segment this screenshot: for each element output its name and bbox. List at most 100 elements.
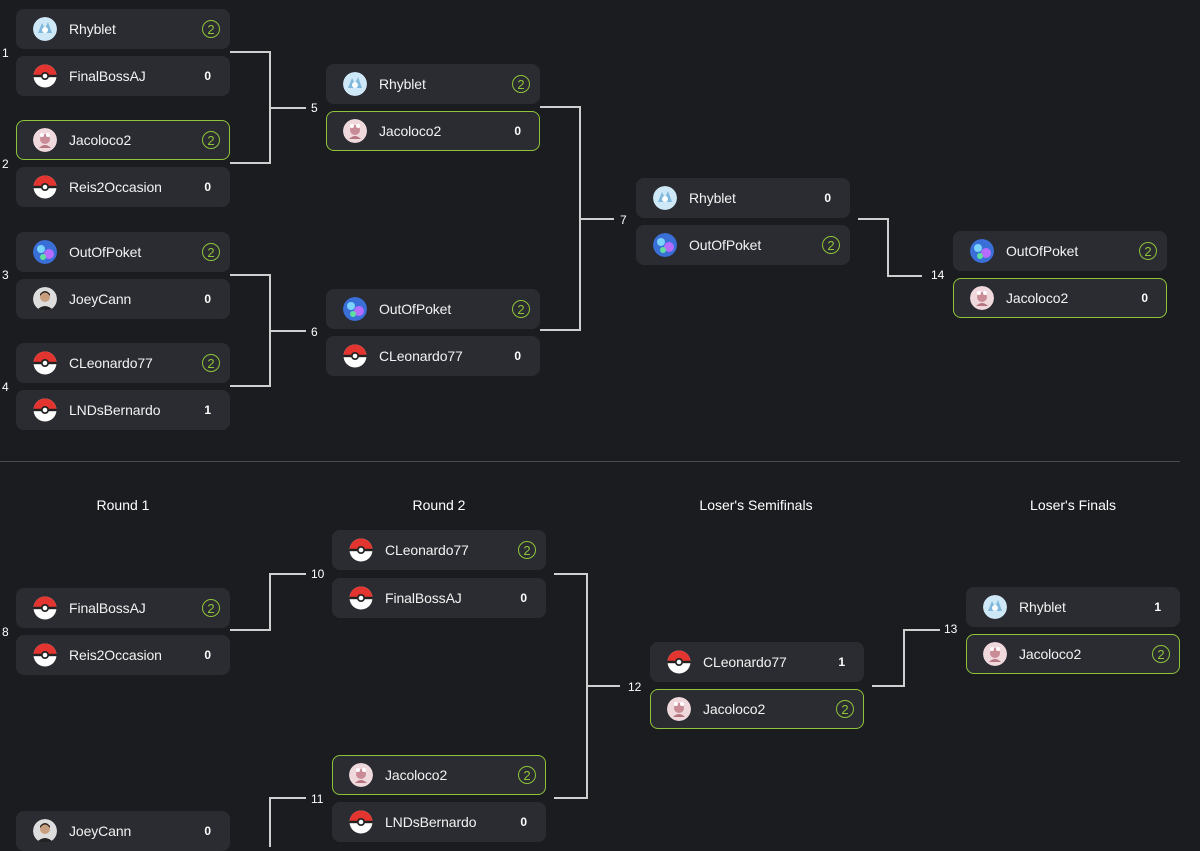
player-score: 2 [202, 243, 220, 261]
match-8-player-2[interactable]: Reis2Occasion 0 [16, 635, 230, 675]
match-5-player-1[interactable]: Rhyblet 2 [326, 64, 540, 104]
match-1-player-1[interactable]: Rhyblet 2 [16, 9, 230, 49]
match-10-player-1[interactable]: CLeonardo77 2 [332, 530, 546, 570]
match-3-player-1[interactable]: OutOfPoket 2 [16, 232, 230, 272]
match-2-player-1[interactable]: Jacoloco2 2 [16, 120, 230, 160]
player-score: 2 [202, 131, 220, 149]
match-8-player-1[interactable]: FinalBossAJ 2 [16, 588, 230, 628]
pink-avatar-icon [983, 642, 1007, 666]
player-score: 1 [838, 655, 845, 669]
match-number-13: 13 [944, 622, 958, 636]
match-11-player-2[interactable]: LNDsBernardo 0 [332, 802, 546, 842]
colorful-avatar-icon [343, 297, 367, 321]
player-score: 0 [1141, 291, 1148, 305]
pokeball-avatar-icon [343, 344, 367, 368]
match-4-player-2[interactable]: LNDsBernardo 1 [16, 390, 230, 430]
player-name: Rhyblet [1019, 599, 1066, 615]
match-14-player-1[interactable]: OutOfPoket 2 [953, 231, 1167, 271]
player-name: Rhyblet [379, 76, 426, 92]
match-11-player-1[interactable]: Jacoloco2 2 [332, 755, 546, 795]
bracket-divider [0, 461, 1180, 462]
player-score: 2 [1139, 242, 1157, 260]
pink-avatar-icon [349, 763, 373, 787]
player-name: Jacoloco2 [69, 132, 132, 148]
person-avatar-icon [33, 287, 57, 311]
pokeball-avatar-icon [33, 175, 57, 199]
match-14-player-2[interactable]: Jacoloco2 0 [953, 278, 1167, 318]
ice-avatar-icon [653, 186, 677, 210]
match-5-player-2[interactable]: Jacoloco2 0 [326, 111, 540, 151]
connector-line [269, 797, 306, 847]
match-number-7: 7 [620, 213, 627, 227]
match-number-10: 10 [311, 567, 325, 581]
connector-line [872, 629, 940, 687]
match-6-player-2[interactable]: CLeonardo77 0 [326, 336, 540, 376]
match-number-4: 4 [2, 380, 9, 394]
player-name: CLeonardo77 [385, 542, 469, 558]
match-12-player-2[interactable]: Jacoloco2 2 [650, 689, 864, 729]
match-number-6: 6 [311, 325, 318, 339]
player-name: Reis2Occasion [69, 647, 162, 663]
round-label-2: Round 2 [412, 497, 466, 513]
player-score: 0 [520, 591, 527, 605]
round-label-finals: Loser's Finals [1030, 497, 1116, 513]
match-13-player-2[interactable]: Jacoloco2 2 [966, 634, 1180, 674]
player-name: Rhyblet [689, 190, 736, 206]
match-number-12: 12 [628, 680, 642, 694]
match-10-player-2[interactable]: FinalBossAJ 0 [332, 578, 546, 618]
connector-line [540, 106, 614, 331]
player-name: Jacoloco2 [1019, 646, 1082, 662]
match-12-player-1[interactable]: CLeonardo77 1 [650, 642, 864, 682]
match-7-player-2[interactable]: OutOfPoket 2 [636, 225, 850, 265]
player-score: 0 [204, 648, 211, 662]
player-name: OutOfPoket [689, 237, 762, 253]
match-3-player-2[interactable]: JoeyCann 0 [16, 279, 230, 319]
pokeball-avatar-icon [33, 64, 57, 88]
player-name: JoeyCann [69, 291, 132, 307]
player-score: 2 [518, 541, 536, 559]
player-score: 0 [204, 180, 211, 194]
player-name: Reis2Occasion [69, 179, 162, 195]
pokeball-avatar-icon [33, 398, 57, 422]
colorful-avatar-icon [970, 239, 994, 263]
player-name: Jacoloco2 [703, 701, 766, 717]
player-name: CLeonardo77 [379, 348, 463, 364]
pink-avatar-icon [667, 697, 691, 721]
match-number-1: 1 [2, 46, 9, 60]
match-1-player-2[interactable]: FinalBossAJ 0 [16, 56, 230, 96]
player-name: OutOfPoket [379, 301, 452, 317]
match-2-player-2[interactable]: Reis2Occasion 0 [16, 167, 230, 207]
ice-avatar-icon [33, 17, 57, 41]
player-name: CLeonardo77 [69, 355, 153, 371]
pokeball-avatar-icon [349, 586, 373, 610]
connector-line [858, 218, 922, 277]
match-number-14: 14 [931, 268, 945, 282]
player-score: 0 [204, 824, 211, 838]
player-score: 2 [512, 300, 530, 318]
player-score: 2 [836, 700, 854, 718]
match-6-player-1[interactable]: OutOfPoket 2 [326, 289, 540, 329]
person-avatar-icon [33, 819, 57, 843]
connector-line [554, 573, 620, 799]
pink-avatar-icon [970, 286, 994, 310]
colorful-avatar-icon [33, 240, 57, 264]
player-score: 0 [514, 349, 521, 363]
player-name: LNDsBernardo [69, 402, 161, 418]
player-name: FinalBossAJ [69, 600, 146, 616]
match-4-player-1[interactable]: CLeonardo77 2 [16, 343, 230, 383]
player-name: CLeonardo77 [703, 654, 787, 670]
player-name: JoeyCann [69, 823, 132, 839]
connector-line [230, 573, 306, 631]
player-score: 2 [202, 20, 220, 38]
pokeball-avatar-icon [33, 351, 57, 375]
match-number-2: 2 [2, 157, 9, 171]
player-score: 2 [1152, 645, 1170, 663]
match-13-player-1[interactable]: Rhyblet 1 [966, 587, 1180, 627]
player-name: OutOfPoket [69, 244, 142, 260]
match-9-player-1[interactable]: JoeyCann 0 [16, 811, 230, 851]
match-7-player-1[interactable]: Rhyblet 0 [636, 178, 850, 218]
connector-line [230, 274, 306, 387]
pokeball-avatar-icon [349, 538, 373, 562]
match-number-3: 3 [2, 268, 9, 282]
